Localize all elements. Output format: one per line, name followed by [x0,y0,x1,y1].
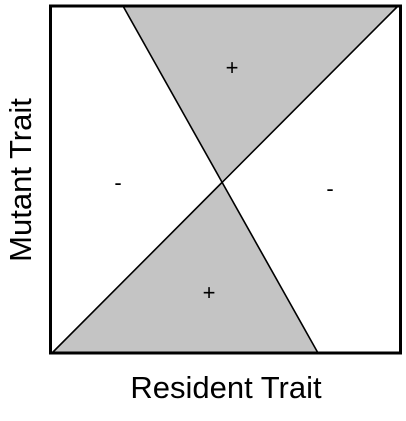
plot-frame [49,4,402,355]
region-right-sign: - [326,176,333,201]
region-left-sign: - [114,170,121,195]
region-bottom-sign: + [203,280,216,305]
region-top-shaded [123,6,398,181]
y-axis-label: Mutant Trait [3,98,38,262]
x-axis-label: Resident Trait [130,370,322,405]
diagonal-line [51,5,399,354]
region-bottom-shaded [52,181,318,353]
region-top-sign: + [226,55,239,80]
invasion-boundary-line [122,5,319,354]
